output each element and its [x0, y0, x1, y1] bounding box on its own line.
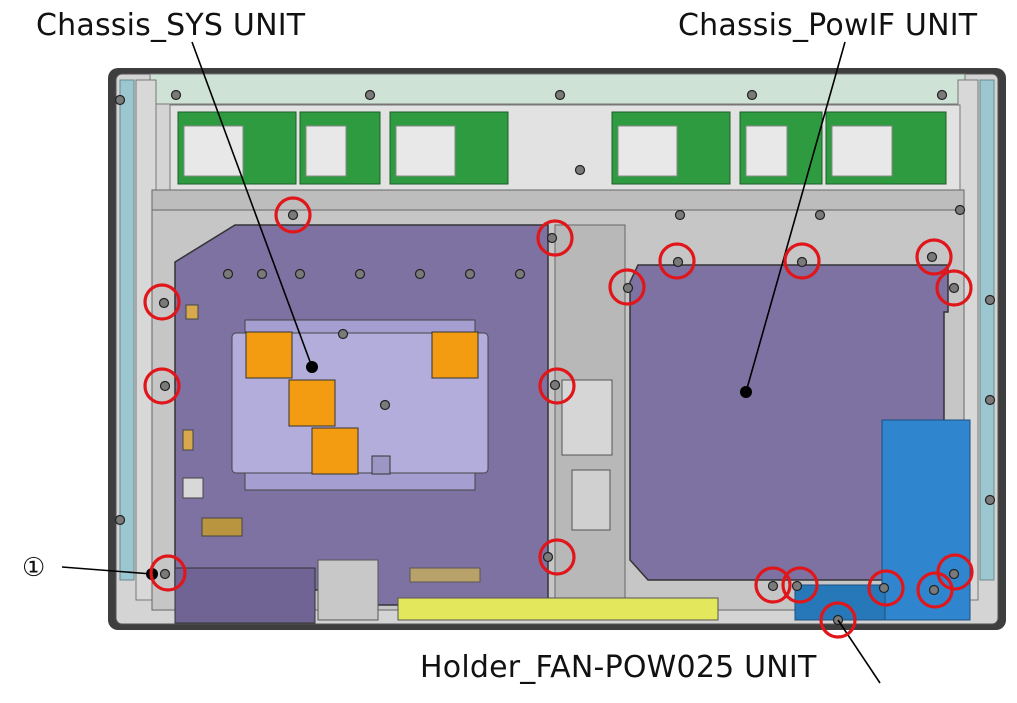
component [182, 477, 204, 499]
screw [984, 494, 996, 506]
screw [464, 268, 476, 280]
label-holder-fan: Holder_FAN-POW025 UNIT [420, 650, 817, 685]
screw [936, 89, 948, 101]
pcb-connector [831, 125, 893, 177]
screw [574, 164, 586, 176]
orange-pad [288, 379, 336, 427]
highlight-circle [143, 283, 181, 321]
screw [337, 328, 349, 340]
orange-pad [431, 331, 479, 379]
leader-dot-sys [306, 361, 318, 373]
screw [256, 268, 268, 280]
screw [542, 551, 554, 563]
screw [546, 232, 558, 244]
highlight-circle [867, 569, 905, 607]
screw [984, 294, 996, 306]
screw [170, 89, 182, 101]
leader-line-sys [191, 41, 313, 368]
label-chassis-sys: Chassis_SYS UNIT [36, 8, 306, 43]
highlight-circle [819, 601, 857, 639]
panel-tab [371, 455, 391, 475]
screw [287, 209, 299, 221]
screw [554, 89, 566, 101]
highlight-circle [608, 268, 646, 306]
top-band [149, 73, 966, 105]
screw [514, 268, 526, 280]
screw [767, 580, 779, 592]
leader-line-fan [837, 619, 881, 684]
screw [796, 256, 808, 268]
left-rail [119, 79, 135, 581]
pcb-connector [183, 125, 244, 177]
screw [114, 94, 126, 106]
highlight-circle [536, 219, 574, 257]
highlight-circle [538, 538, 576, 576]
screw [954, 204, 966, 216]
screw [928, 584, 940, 596]
screw [791, 580, 803, 592]
highlight-circle [935, 269, 973, 307]
screw [926, 251, 938, 263]
leader-dot-powif [740, 386, 752, 398]
screw [948, 568, 960, 580]
screw [114, 514, 126, 526]
pcb-connector [305, 125, 347, 177]
orange-pad [311, 427, 359, 475]
highlight-circle [783, 242, 821, 280]
screw [984, 394, 996, 406]
center-slot-2 [571, 469, 611, 531]
label-item-number: ① [22, 553, 46, 583]
component [201, 517, 243, 537]
screw [674, 209, 686, 221]
fan-holder-upper [881, 419, 971, 621]
highlight-circle [781, 566, 819, 604]
leader-line-num [61, 566, 153, 575]
screw [622, 282, 634, 294]
center-slot [561, 379, 613, 456]
component [182, 429, 194, 451]
pcb-connector [395, 125, 456, 177]
screw [549, 379, 561, 391]
highlight-circle [143, 367, 181, 405]
screw [158, 297, 170, 309]
highlight-circle [754, 566, 792, 604]
highlight-circle [936, 553, 974, 591]
screw [222, 268, 234, 280]
screw [159, 380, 171, 392]
screw [379, 399, 391, 411]
highlight-circle [658, 242, 696, 280]
screw [414, 268, 426, 280]
screw [354, 268, 366, 280]
component [185, 304, 199, 320]
lcd-panel [231, 332, 489, 474]
screw [294, 268, 306, 280]
pcb-connector [617, 125, 678, 177]
cable-block [317, 559, 379, 621]
highlight-circle [149, 554, 187, 592]
screw [878, 582, 890, 594]
screw [746, 89, 758, 101]
screw [814, 209, 826, 221]
highlight-circle [274, 196, 312, 234]
cable-block-2 [409, 567, 481, 583]
pcb-connector [745, 125, 788, 177]
label-chassis-powif: Chassis_PowIF UNIT [678, 8, 978, 43]
highlight-circle [915, 238, 953, 276]
right-rail [979, 79, 995, 581]
highlight-circle [538, 367, 576, 405]
screw [948, 282, 960, 294]
orange-pad [245, 331, 293, 379]
yellow-strip [397, 597, 719, 621]
sys-plate-bottom [174, 567, 316, 624]
screw [672, 256, 684, 268]
leader-line-powif [745, 41, 846, 393]
screw [159, 568, 171, 580]
screw [364, 89, 376, 101]
